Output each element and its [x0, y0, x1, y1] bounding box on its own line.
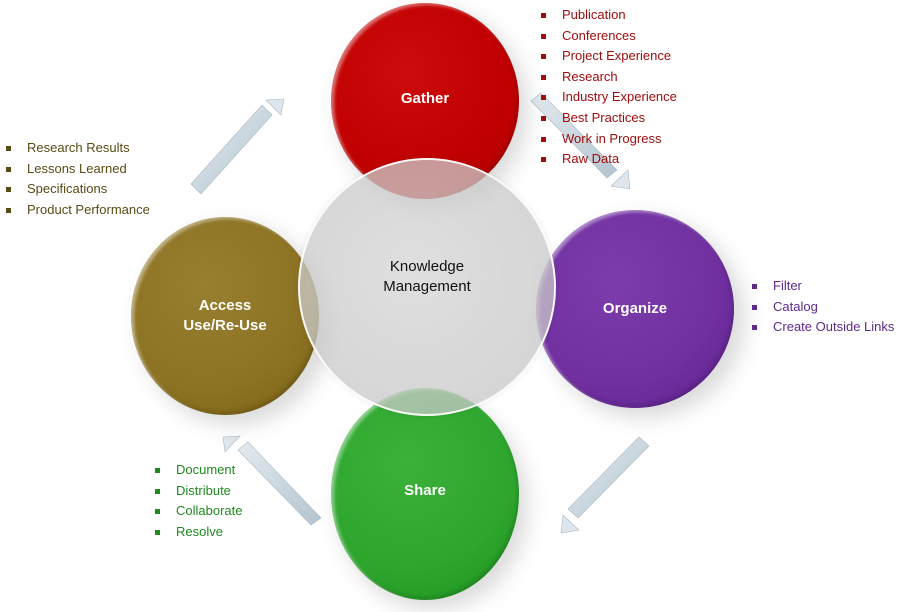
- access-list-item: Specifications: [6, 179, 150, 200]
- arrow-access-to-gather: [190, 98, 285, 195]
- arrow-share-to-access: [222, 435, 322, 526]
- share-list-item: Distribute: [155, 481, 243, 502]
- gather-list-item-text: Industry Experience: [562, 89, 677, 105]
- share-list-item-text: Collaborate: [176, 503, 243, 519]
- organize-list-item-text: Filter: [773, 278, 802, 293]
- square-bullet-icon: [541, 136, 546, 142]
- square-bullet-icon: [541, 95, 546, 101]
- share-node[interactable]: Share: [331, 388, 519, 600]
- access-node[interactable]: Access Use/Re-Use: [131, 217, 319, 415]
- arrow-gather-to-organize: [530, 92, 631, 190]
- share-label: Share: [404, 482, 446, 499]
- center-label-line1: Knowledge: [389, 258, 465, 275]
- gather-list-item: Publication: [541, 5, 677, 26]
- gather-list-item: Industry Experience: [541, 87, 677, 108]
- gather-label: Gather: [400, 90, 450, 107]
- gather-list-item: Conferences: [541, 26, 677, 47]
- gather-list-item: Raw Data: [541, 149, 677, 170]
- access-list-item: Research Results: [6, 138, 150, 159]
- share-list-item-text: Resolve: [176, 523, 223, 539]
- gather-list-item-text: Publication: [562, 7, 626, 22]
- arrow-organize-to-share: [560, 436, 650, 534]
- gather-list-item-text: Raw Data: [562, 151, 620, 167]
- organize-list-item: Catalog: [752, 297, 894, 318]
- square-bullet-icon: [155, 488, 160, 494]
- gather-list-item-text: Research: [562, 68, 618, 84]
- gather-list-item-text: Best Practices: [562, 109, 646, 125]
- gather-list-item: Research: [541, 67, 677, 88]
- gather-list-item-text: Project Experience: [562, 48, 672, 64]
- square-bullet-icon: [541, 13, 546, 18]
- organize-node[interactable]: Organize: [536, 210, 734, 408]
- center-label-line2: Management: [383, 278, 471, 295]
- gather-list-item: Work in Progress: [541, 129, 677, 150]
- share-list-item-text: Distribute: [176, 482, 231, 498]
- access-list-item-text: Specifications: [27, 181, 108, 197]
- square-bullet-icon: [155, 509, 160, 515]
- organize-list-item-text: Create Outside Links: [773, 319, 895, 335]
- square-bullet-icon: [155, 529, 160, 535]
- access-label: Access Use/Re-Use: [183, 296, 266, 336]
- organize-list-item: Filter: [752, 276, 894, 297]
- center-label: Knowledge Management: [383, 257, 471, 297]
- square-bullet-icon: [6, 166, 11, 172]
- organize-label: Organize: [602, 300, 668, 317]
- square-bullet-icon: [752, 325, 757, 331]
- square-bullet-icon: [752, 284, 757, 289]
- access-label-line2: Use/Re-Use: [183, 317, 267, 334]
- square-bullet-icon: [541, 74, 546, 80]
- square-bullet-icon: [541, 54, 546, 60]
- access-list-item: Lessons Learned: [6, 159, 150, 180]
- share-list-item: Resolve: [155, 522, 243, 543]
- square-bullet-icon: [752, 304, 757, 310]
- knowledge-management-center[interactable]: Knowledge Management: [298, 158, 556, 416]
- organize-list-item: Create Outside Links: [752, 317, 894, 338]
- square-bullet-icon: [541, 115, 546, 121]
- access-label-line1: Access: [198, 297, 252, 314]
- square-bullet-icon: [6, 187, 11, 193]
- square-bullet-icon: [6, 207, 11, 213]
- gather-list-item: Best Practices: [541, 108, 677, 129]
- access-list-item-text: Lessons Learned: [27, 160, 127, 176]
- square-bullet-icon: [155, 468, 160, 473]
- gather-list-item-text: Conferences: [562, 27, 636, 43]
- access-list-item-text: Research Results: [27, 140, 130, 155]
- share-list-item-text: Document: [176, 462, 236, 477]
- gather-list-item: Project Experience: [541, 46, 677, 67]
- organize-list-item-text: Catalog: [773, 298, 818, 314]
- share-list-item: Document: [155, 460, 243, 481]
- gather-list-item-text: Work in Progress: [562, 130, 662, 146]
- share-list-item: Collaborate: [155, 501, 243, 522]
- square-bullet-icon: [541, 157, 546, 163]
- access-list-item: Product Performance: [6, 200, 150, 221]
- square-bullet-icon: [541, 33, 546, 39]
- square-bullet-icon: [6, 146, 11, 151]
- access-list-item-text: Product Performance: [27, 201, 150, 217]
